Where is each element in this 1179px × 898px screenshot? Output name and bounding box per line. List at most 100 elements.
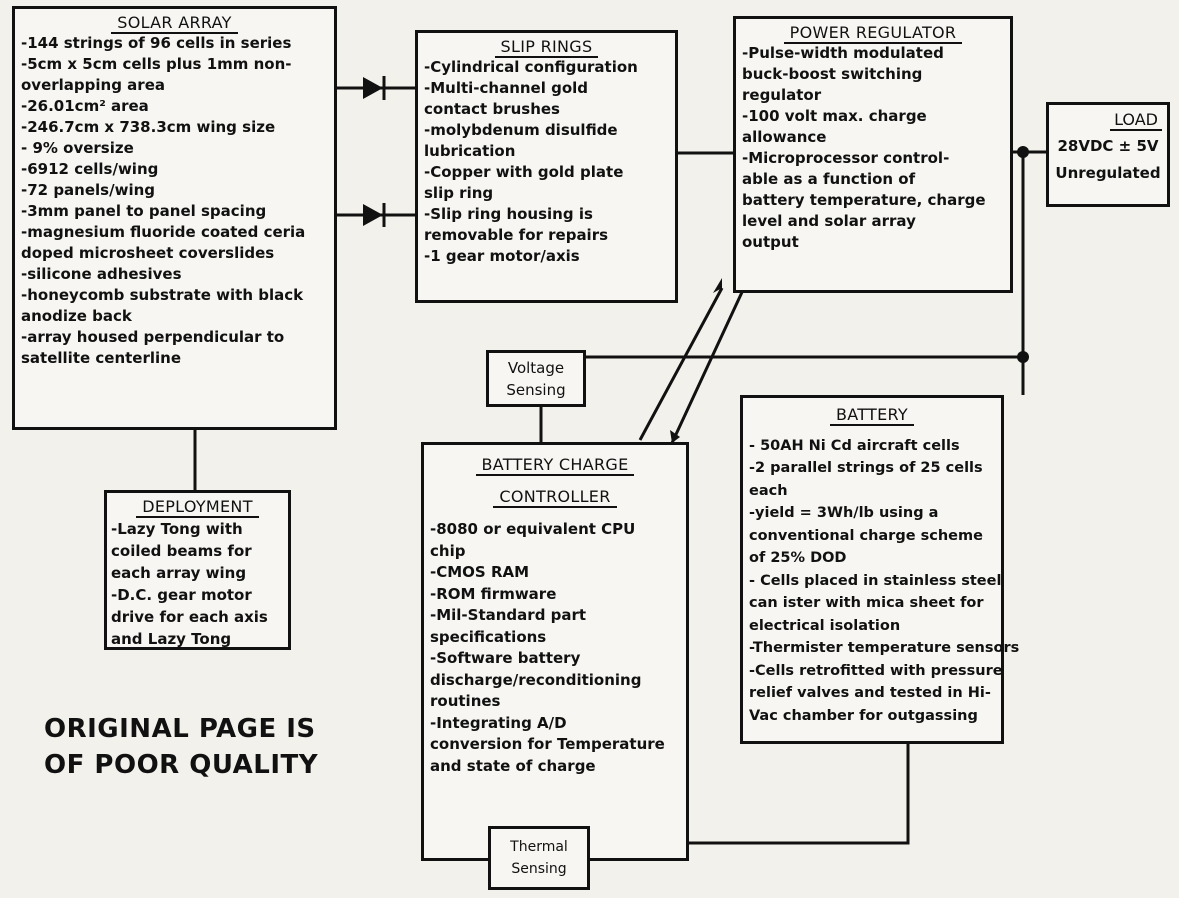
- controller-line: and state of charge: [430, 756, 596, 775]
- wire-battery-thermal: [588, 742, 910, 845]
- load-box: LOAD 28VDC ± 5V Unregulated: [1046, 102, 1170, 207]
- arrow-up-icon: [713, 278, 722, 293]
- controller-line: -8080 or equivalent CPU: [430, 520, 636, 538]
- solar-array-line: doped microsheet coverslides: [21, 244, 275, 262]
- junction-bus-icon: [1017, 351, 1029, 363]
- battery-line: relief valves and tested in Hi-: [749, 685, 991, 701]
- slip-rings-line: -Multi-channel gold: [424, 79, 589, 97]
- slip-rings-line: -Cylindrical configuration: [424, 58, 638, 76]
- stamp-line: ORIGINAL PAGE IS: [44, 714, 316, 744]
- stamp-line: OF POOR QUALITY: [44, 750, 319, 780]
- deployment-box: DEPLOYMENT -Lazy Tong with coiled beams …: [104, 490, 291, 650]
- slip-rings-line: removable for repairs: [424, 226, 609, 244]
- power-regulator-line: able as a function of: [742, 170, 916, 188]
- solar-array-title: SOLAR ARRAY: [21, 12, 328, 34]
- battery-charge-controller-box: BATTERY CHARGE CONTROLLER -8080 or equiv…: [421, 442, 689, 861]
- slip-rings-line: -Copper with gold plate: [424, 163, 624, 181]
- controller-line: discharge/reconditioning: [430, 670, 642, 689]
- deployment-line: coiled beams for: [111, 542, 252, 560]
- controller-line: chip: [430, 541, 466, 560]
- wire-signal-down: [670, 289, 745, 444]
- battery-line: electrical isolation: [749, 617, 901, 634]
- battery-title: BATTERY: [749, 404, 995, 427]
- slip-rings-title: SLIP RINGS: [424, 36, 669, 58]
- controller-line: -ROM firmware: [430, 584, 557, 603]
- battery-line: each: [749, 482, 788, 499]
- solar-array-line: satellite centerline: [21, 349, 182, 367]
- deployment-title: DEPLOYMENT: [111, 496, 284, 518]
- power-regulator-line: -Microprocessor control-: [742, 149, 950, 167]
- controller-line: -Mil-Standard part: [430, 606, 587, 624]
- solar-array-line: -silicone adhesives: [21, 265, 182, 283]
- voltage-sensing-box: Voltage Sensing: [486, 350, 586, 407]
- controller-line: specifications: [430, 627, 547, 646]
- solar-array-line: -26.01cm² area: [21, 97, 149, 115]
- controller-line: routines: [430, 692, 501, 710]
- load-regulation: Unregulated: [1055, 164, 1161, 182]
- wire-signal-up: [638, 287, 724, 441]
- deployment-line: -D.C. gear motor: [111, 586, 252, 604]
- controller-line: -CMOS RAM: [430, 563, 530, 581]
- load-title: LOAD: [1054, 109, 1162, 131]
- deployment-line: and Lazy Tong: [111, 630, 232, 648]
- slip-rings-line: contact brushes: [424, 100, 560, 118]
- solar-array-line: -5cm x 5cm cells plus 1mm non-: [21, 55, 292, 73]
- battery-line: can ister with mica sheet for: [749, 595, 984, 611]
- power-regulator-line: allowance: [742, 128, 827, 146]
- battery-line: - Cells placed in stainless steel: [749, 572, 1002, 589]
- junction-load-icon: [1017, 146, 1029, 158]
- arrow-down-icon: [670, 430, 680, 443]
- thermal-sensing-label: Sensing: [511, 861, 567, 877]
- solar-array-line: -246.7cm x 738.3cm wing size: [21, 118, 276, 136]
- power-regulator-line: output: [742, 233, 799, 251]
- slip-rings-line: slip ring: [424, 184, 494, 202]
- power-regulator-line: buck-boost switching: [742, 65, 923, 83]
- power-regulator-line: level and solar array: [742, 212, 916, 230]
- slip-rings-line: -molybdenum disulfide: [424, 121, 618, 139]
- solar-array-box: SOLAR ARRAY -144 strings of 96 cells in …: [12, 6, 337, 430]
- deployment-line: -Lazy Tong with: [111, 520, 243, 538]
- battery-line: - 50AH Ni Cd aircraft cells: [749, 437, 960, 454]
- battery-line: -Cells retrofitted with pressure: [749, 662, 1003, 679]
- solar-array-line: anodize back: [21, 307, 132, 325]
- slip-rings-box: SLIP RINGS -Cylindrical configuration -M…: [415, 30, 678, 303]
- controller-line: -Integrating A/D: [430, 713, 567, 732]
- power-regulator-box: POWER REGULATOR -Pulse-width modulated b…: [733, 16, 1013, 293]
- thermal-sensing-box: Thermal Sensing: [488, 826, 590, 890]
- battery-line: of 25% DOD: [749, 550, 847, 566]
- slip-rings-line: lubrication: [424, 142, 516, 160]
- battery-line: conventional charge scheme: [749, 527, 983, 544]
- power-regulator-line: -100 volt max. charge: [742, 107, 927, 125]
- solar-array-line: -3mm panel to panel spacing: [21, 202, 267, 220]
- diode-lower-icon: [363, 204, 383, 226]
- original-page-stamp: ORIGINAL PAGE IS OF POOR QUALITY: [44, 711, 318, 783]
- controller-line: -Software battery: [430, 649, 581, 667]
- thermal-sensing-label: Thermal: [510, 839, 568, 855]
- slip-rings-line: -1 gear motor/axis: [424, 247, 580, 265]
- controller-title-2: CONTROLLER: [430, 486, 680, 508]
- battery-line: -Thermister temperature sensors: [749, 640, 1020, 656]
- slip-rings-line: -Slip ring housing is: [424, 205, 593, 223]
- deployment-line: drive for each axis: [111, 608, 268, 626]
- voltage-sensing-label: Voltage: [507, 358, 565, 377]
- battery-line: -yield = 3Wh/lb using a: [749, 505, 939, 521]
- battery-box: BATTERY - 50AH Ni Cd aircraft cells -2 p…: [740, 395, 1020, 744]
- solar-array-line: - 9% oversize: [21, 139, 134, 157]
- deployment-line: each array wing: [111, 564, 247, 582]
- battery-line: -2 parallel strings of 25 cells: [749, 460, 983, 476]
- solar-array-line: -144 strings of 96 cells in series: [21, 34, 292, 52]
- power-regulator-line: regulator: [742, 86, 822, 104]
- diode-upper-icon: [363, 77, 383, 99]
- solar-array-line: -72 panels/wing: [21, 181, 155, 199]
- controller-line: conversion for Temperature: [430, 735, 665, 753]
- solar-array-line: -6912 cells/wing: [21, 160, 159, 178]
- battery-line: Vac chamber for outgassing: [749, 707, 978, 724]
- solar-array-line: -magnesium fluoride coated ceria: [21, 223, 306, 241]
- solar-array-line: -array housed perpendicular to: [21, 328, 285, 346]
- load-voltage: 28VDC ± 5V: [1057, 137, 1159, 155]
- power-regulator-line: battery temperature, charge: [742, 191, 986, 209]
- solar-array-line: overlapping area: [21, 76, 165, 94]
- power-regulator-line: -Pulse-width modulated: [742, 44, 944, 62]
- solar-array-line: -honeycomb substrate with black: [21, 286, 304, 304]
